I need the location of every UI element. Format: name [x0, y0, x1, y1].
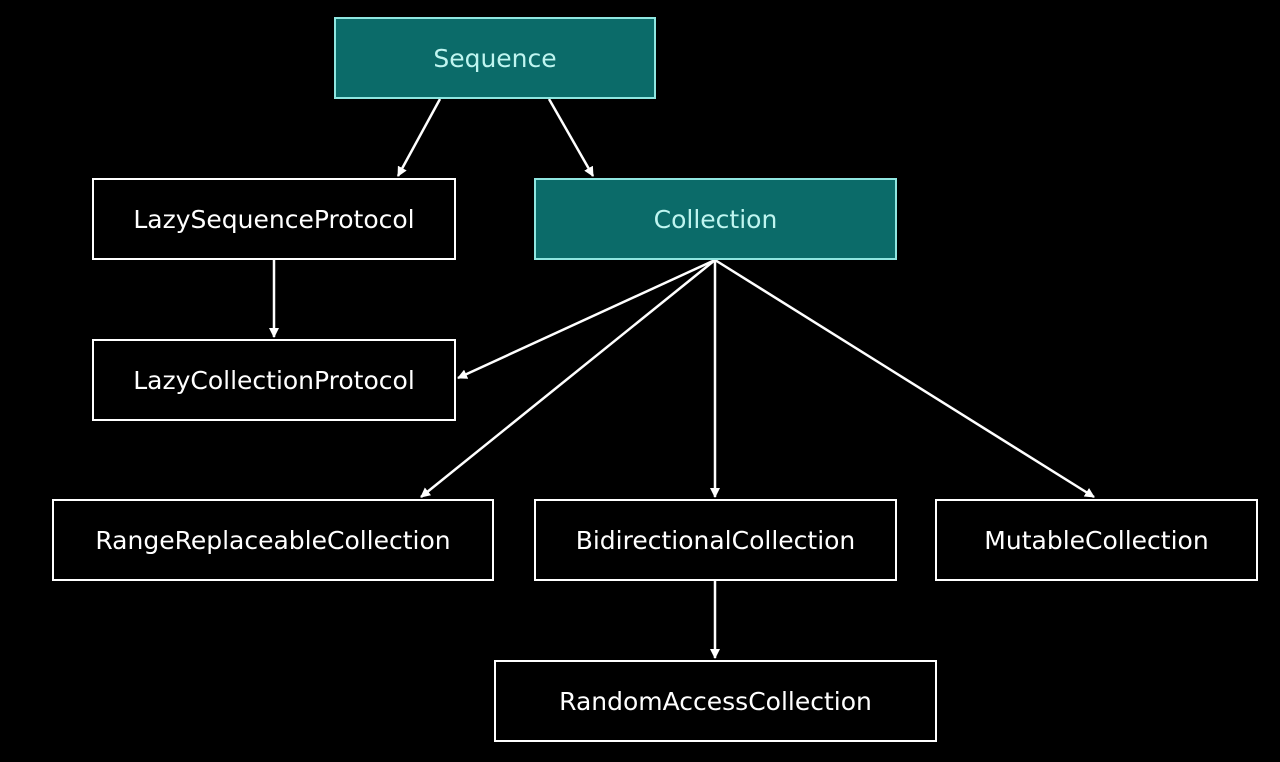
node-lazy-sequence-protocol: LazySequenceProtocol — [92, 178, 456, 260]
node-label: Collection — [653, 204, 778, 234]
node-collection: Collection — [534, 178, 897, 260]
node-range-replaceable-collection: RangeReplaceableCollection — [52, 499, 494, 581]
edge-collection-to-lazy-collection-protocol — [457, 258, 716, 380]
edge-collection-to-mutable-collection — [714, 258, 1095, 499]
edge-collection-to-range-replaceable-collection — [420, 259, 716, 498]
node-label: RandomAccessCollection — [559, 686, 872, 716]
node-label: Sequence — [433, 43, 557, 73]
node-label: MutableCollection — [984, 525, 1209, 555]
node-bidirectional-collection: BidirectionalCollection — [534, 499, 897, 581]
node-label: RangeReplaceableCollection — [95, 525, 451, 555]
node-label: LazySequenceProtocol — [133, 204, 415, 234]
node-random-access-collection: RandomAccessCollection — [494, 660, 937, 742]
node-mutable-collection: MutableCollection — [935, 499, 1258, 581]
node-sequence: Sequence — [334, 17, 656, 99]
node-label: LazyCollectionProtocol — [133, 365, 415, 395]
node-label: BidirectionalCollection — [575, 525, 856, 555]
edge-sequence-to-collection — [547, 98, 595, 177]
edge-sequence-to-lazy-sequence-protocol — [396, 98, 442, 177]
node-lazy-collection-protocol: LazyCollectionProtocol — [92, 339, 456, 421]
